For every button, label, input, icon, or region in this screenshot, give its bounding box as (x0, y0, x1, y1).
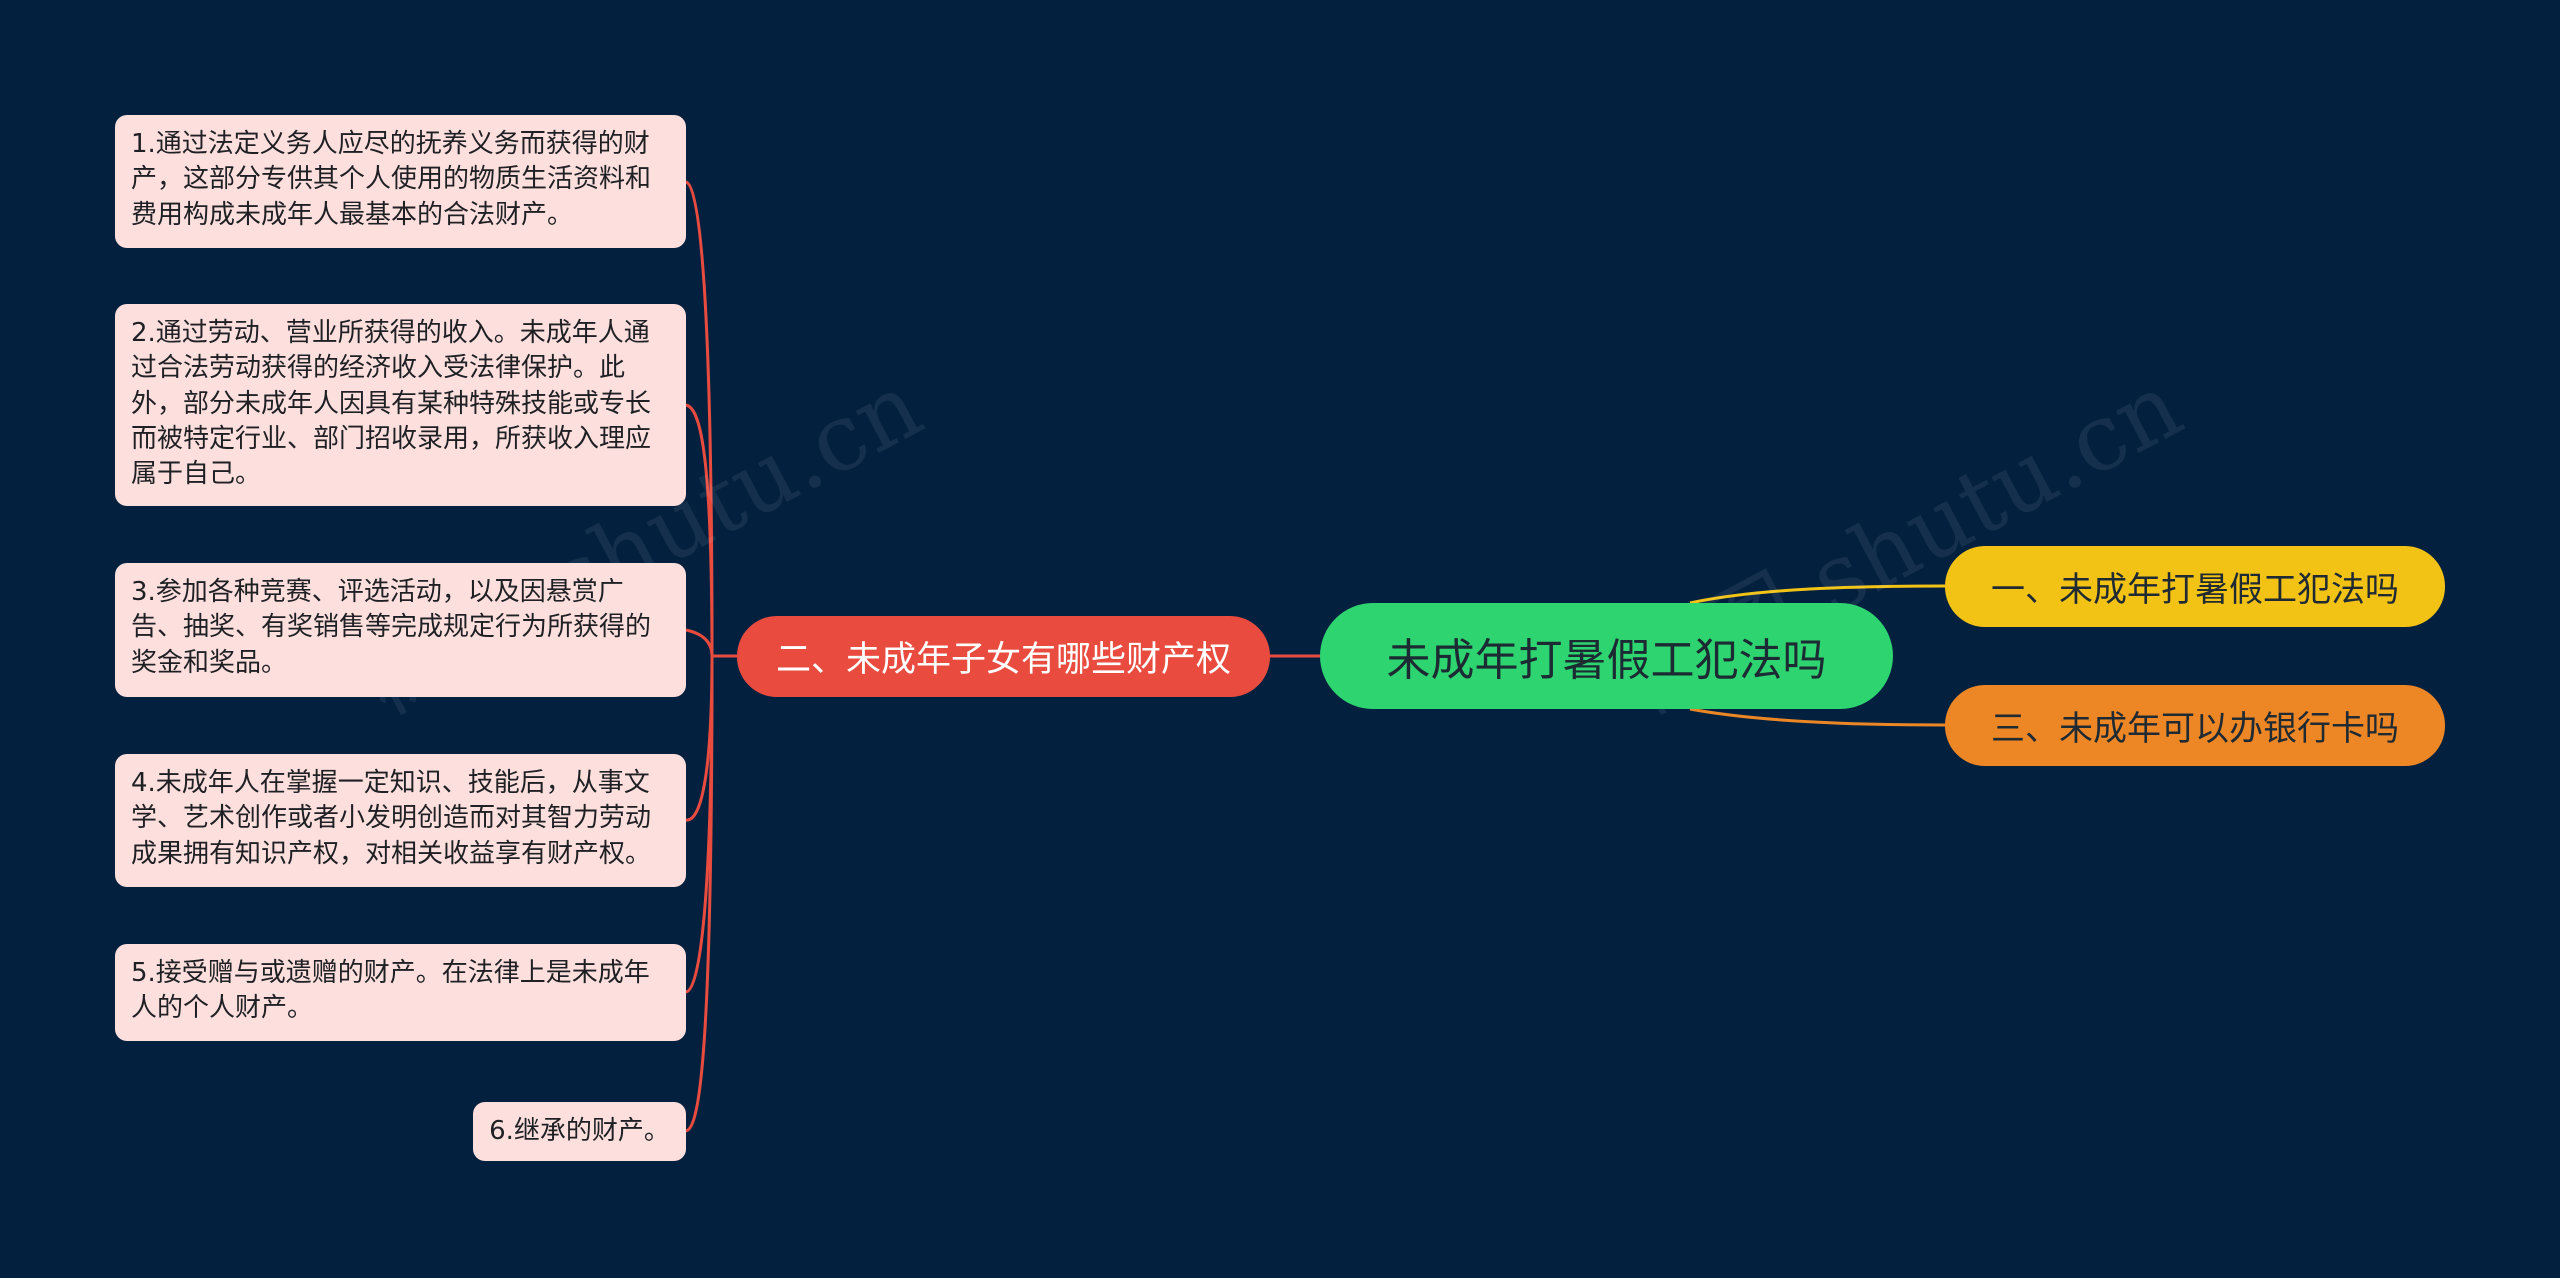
branch-label-3: 三、未成年可以办银行卡吗 (1991, 709, 2399, 749)
root-label: 未成年打暑假工犯法吗 (1386, 635, 1827, 686)
branch-node-1[interactable]: 一、未成年打暑假工犯法吗 (1945, 546, 2445, 627)
branch-label-2: 二、未成年子女有哪些财产权 (775, 640, 1231, 680)
leaf-node-5[interactable]: 5.接受赠与或遗赠的财产。在法律上是未成年人的个人财产。 (115, 944, 686, 1041)
leaf-node-2[interactable]: 2.通过劳动、营业所获得的收入。未成年人通过合法劳动获得的经济收入受法律保护。此… (115, 304, 686, 506)
branch-label-1: 一、未成年打暑假工犯法吗 (1991, 570, 2399, 610)
connector-root-branch1 (1689, 584, 1946, 605)
connector-leaf-6 (685, 655, 714, 1133)
leaf-node-1[interactable]: 1.通过法定义务人应尽的抚养义务而获得的财产，这部分专供其个人使用的物质生活资料… (115, 115, 686, 248)
leaf-node-4[interactable]: 4.未成年人在掌握一定知识、技能后，从事文学、艺术创作或者小发明创造而对其智力劳… (115, 754, 686, 887)
connector-leaf-3 (685, 628, 714, 657)
leaf-node-3[interactable]: 3.参加各种竞赛、评选活动，以及因悬赏广告、抽奖、有奖销售等完成规定行为所获得的… (115, 563, 686, 697)
connector-leaf-4 (685, 655, 714, 822)
leaf-node-6[interactable]: 6.继承的财产。 (473, 1102, 686, 1161)
connector-leaf-2 (685, 403, 714, 657)
branch-node-3[interactable]: 三、未成年可以办银行卡吗 (1945, 685, 2445, 766)
connector-leaf-1 (685, 180, 714, 657)
root-node[interactable]: 未成年打暑假工犯法吗 (1320, 603, 1893, 709)
branch-node-2[interactable]: 二、未成年子女有哪些财产权 (737, 616, 1270, 697)
connector-root-branch3 (1689, 707, 1946, 727)
